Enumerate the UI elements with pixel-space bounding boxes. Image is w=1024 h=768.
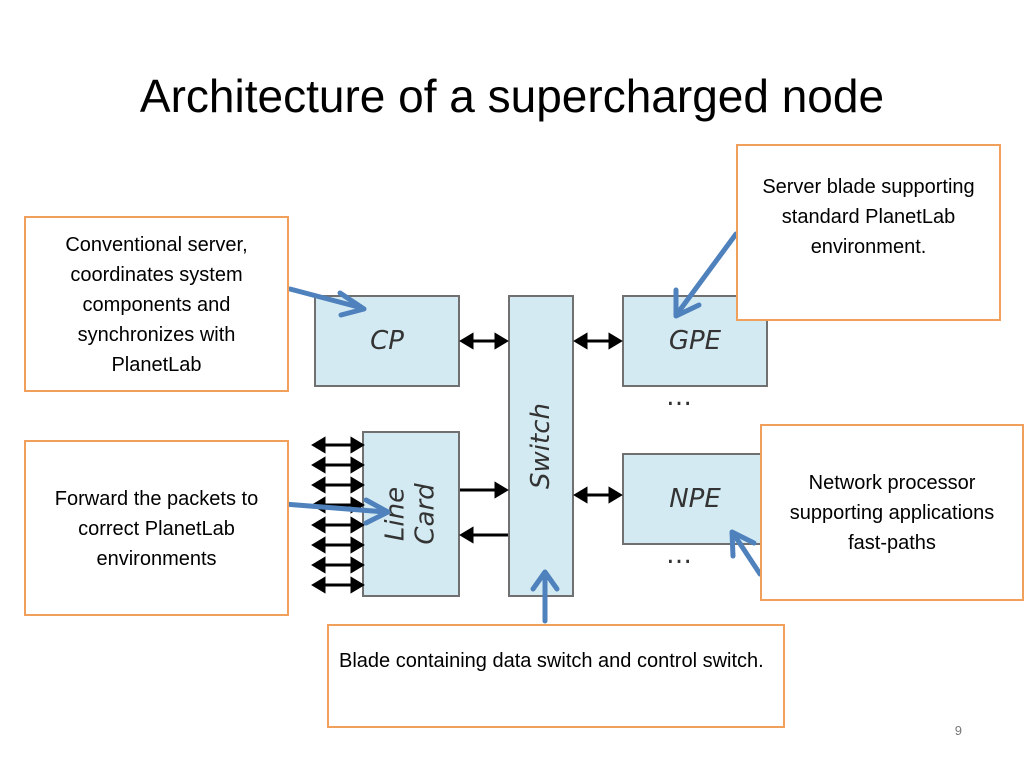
page-number: 9 [954,723,962,738]
cp-label: CP [370,326,404,356]
gpe-ellipsis: … [666,382,696,412]
npe-pointer-arrow [729,529,763,577]
gpe-pointer-arrow [673,231,739,319]
slide-title: Architecture of a supercharged node [139,70,885,122]
npe-label: NPE [669,484,721,514]
switch-block: Switch [508,295,574,597]
switch-pointer-arrow [530,569,560,624]
cp-callout: Conventional server, coordinates system … [24,216,289,392]
gpe-callout-text: Server blade supporting standard PlanetL… [762,176,975,258]
cp-callout-text: Conventional server, coordinates system … [65,234,248,376]
line-card-pointer-arrow [281,497,391,526]
npe-block: NPE [622,453,768,545]
line-card-callout: Forward the packets to correct PlanetLab… [24,440,289,616]
cp-switch-connector [459,332,509,350]
npe-callout: Network processor supporting application… [760,424,1024,601]
linecard-to-switch-arrow [460,481,509,499]
npe-ellipsis: … [666,540,696,570]
cp-block: CP [314,295,460,387]
external-ports [311,436,365,594]
gpe-label: GPE [668,326,722,356]
line-card-callout-text: Forward the packets to correct PlanetLab… [54,488,259,570]
gpe-callout: Server blade supporting standard PlanetL… [736,144,1001,321]
switch-to-linecard-arrow [459,526,508,544]
switch-npe-connector [573,486,623,504]
line-card-block: Line Card [362,431,460,597]
switch-callout: Blade containing data switch and control… [327,624,785,728]
switch-callout-text: Blade containing data switch and control… [339,650,764,672]
switch-gpe-connector [573,332,623,350]
cp-pointer-arrow [287,286,367,318]
npe-callout-text: Network processor supporting application… [789,472,995,554]
